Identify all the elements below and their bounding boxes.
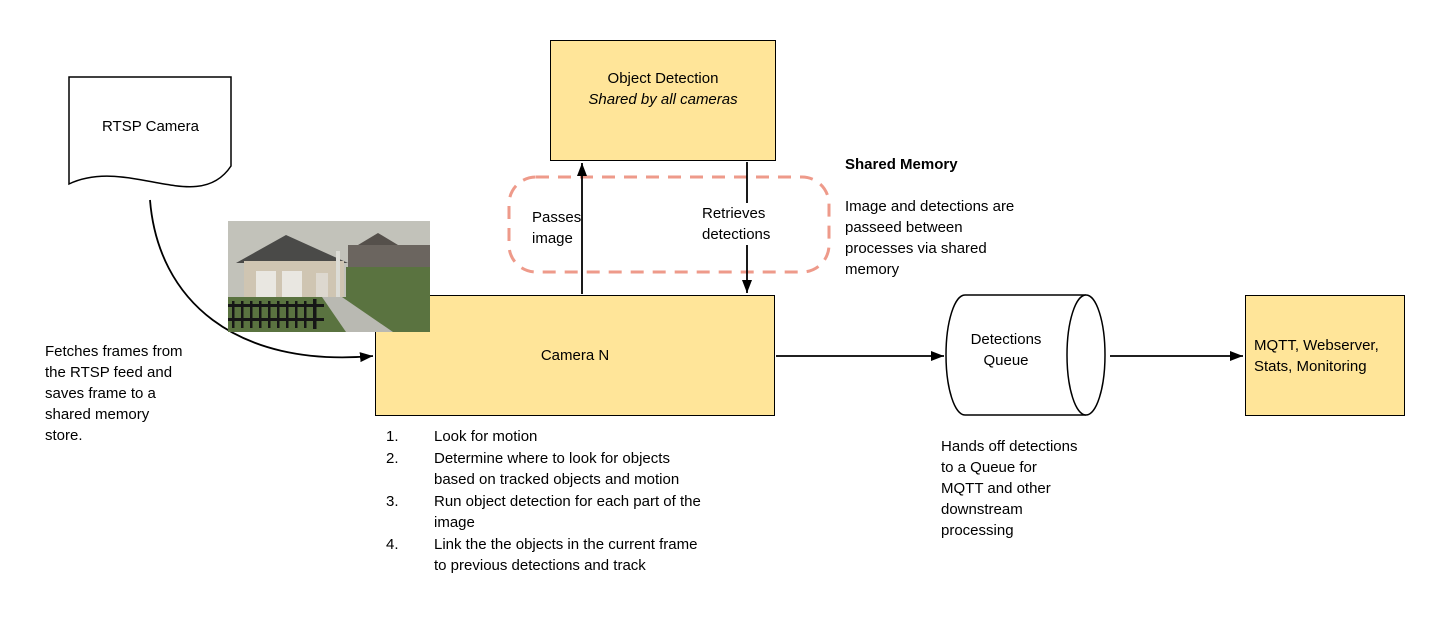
step-number: 2. — [386, 449, 399, 467]
step-text: Link the the objects in the current fram… — [434, 535, 698, 575]
camera-step-row: 1. Look for motion — [380, 426, 760, 448]
photo-sidewalk — [322, 297, 393, 332]
photo-house-roof — [236, 235, 348, 263]
camera-step-row: 3. Run object detection for each part of… — [380, 491, 760, 534]
step-number: 4. — [386, 535, 399, 553]
rtsp-camera-shape — [68, 76, 232, 188]
photo-garage-door-2 — [282, 271, 302, 297]
camera-n-box: Camera N — [375, 295, 775, 416]
camera-snapshot-image — [228, 221, 430, 332]
photo-background-houses — [348, 245, 430, 271]
shared-memory-note: Shared Memory Image and detections are p… — [845, 133, 1023, 301]
step-text: Determine where to look for objects base… — [434, 449, 680, 489]
passes-image-label: Passes image — [532, 209, 582, 247]
detections-queue-shape — [945, 294, 1106, 416]
photo-fence — [228, 299, 324, 329]
queue-note: Hands off detections to a Queue for MQTT… — [941, 438, 1078, 539]
photo-garage-door — [256, 271, 276, 297]
step-number: 3. — [386, 492, 399, 510]
outputs-box: MQTT, Webserver, Stats, Monitoring — [1245, 295, 1405, 416]
rtsp-camera-label: RTSP Camera — [102, 118, 199, 135]
object-detection-box: Object Detection Shared by all cameras — [550, 40, 776, 161]
photo-background-roof — [358, 233, 398, 245]
camera-step-row: 4. Link the the objects in the current f… — [380, 534, 760, 577]
shared-memory-body: Image and detections are passeed between… — [845, 198, 1015, 278]
object-detection-subtitle: Shared by all cameras — [588, 90, 738, 108]
shared-memory-title: Shared Memory — [845, 156, 958, 173]
object-detection-title: Object Detection — [607, 69, 719, 87]
step-text: Run object detection for each part of th… — [434, 492, 701, 532]
shared-memory-dashed-region — [507, 175, 831, 274]
fetch-note: Fetches frames from the RTSP feed and sa… — [45, 343, 183, 444]
step-text: Look for motion — [434, 428, 538, 445]
photo-door — [316, 273, 328, 297]
camera-step-row: 2. Determine where to look for objects b… — [380, 448, 760, 491]
camera-steps-list: 1. Look for motion 2. Determine where to… — [380, 426, 760, 577]
outputs-label: MQTT, Webserver, Stats, Monitoring — [1254, 336, 1379, 375]
step-number: 1. — [386, 428, 399, 445]
detections-queue-label: Detections Queue — [970, 331, 1042, 369]
photo-downspout — [336, 251, 340, 297]
arrow-rtsp-to-camera — [149, 199, 374, 363]
camera-n-label: Camera N — [540, 347, 610, 364]
retrieves-detections-label: Retrieves detections — [702, 203, 788, 245]
